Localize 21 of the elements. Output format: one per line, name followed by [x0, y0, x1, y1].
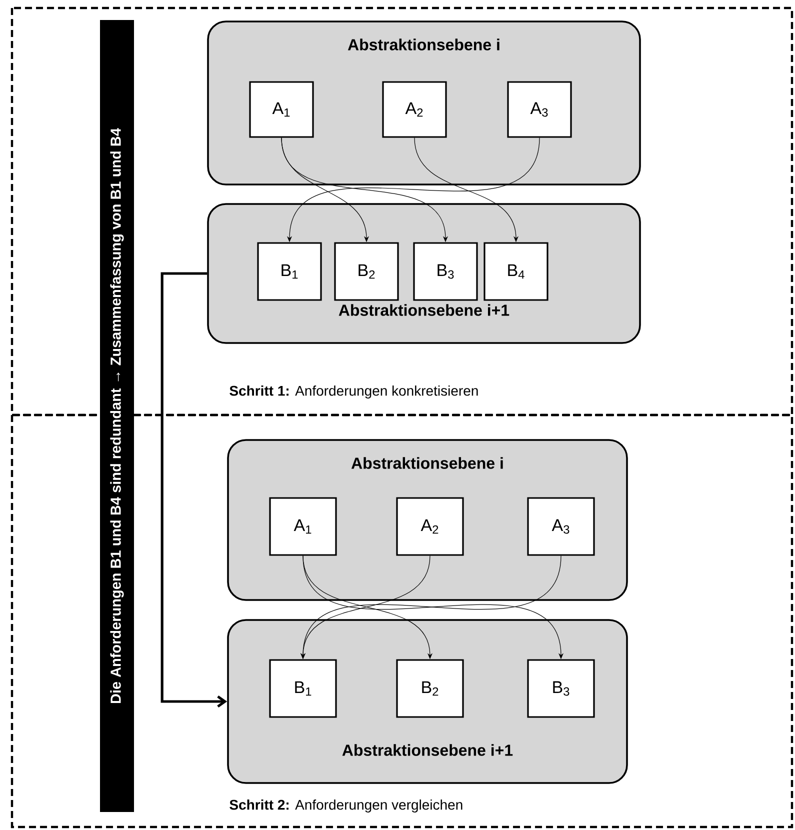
arrow — [160, 272, 228, 708]
requirement-box: B$_{3}$ — [527, 659, 595, 718]
step-caption: Schritt 2: Anforderungen vergleichen — [228, 798, 464, 814]
requirement-box: A$_{2}$ — [382, 81, 447, 138]
panel-title: Abstraktionsebene i — [351, 457, 503, 469]
requirement-box: B$_{2}$ — [396, 659, 464, 718]
panel-title: Abstraktionsebene i — [348, 38, 500, 50]
requirement-box: B$_{4}$ — [484, 242, 548, 301]
requirement-box: B$_{3}$ — [413, 242, 478, 301]
requirement-box: B$_{1}$ — [269, 659, 337, 718]
requirement-box: B$_{2}$ — [334, 242, 399, 301]
step-caption: Schritt 1: Anforderungen konkretisieren — [228, 384, 480, 400]
requirement-box: A$_{3}$ — [527, 497, 595, 556]
requirement-box: B$_{1}$ — [257, 242, 322, 301]
requirement-box: A$_{3}$ — [507, 81, 572, 138]
requirement-box: A$_{1}$ — [249, 81, 314, 138]
requirement-box: A$_{2}$ — [396, 497, 464, 556]
vertical-banner: Die Anforderungen B1 und B4 sind redundant → Zusammenfassung von B1 und B4 — [100, 20, 134, 812]
requirement-box: A$_{1}$ — [269, 497, 337, 556]
panel-title: Abstraktionsebene i+1 — [342, 744, 513, 756]
panel-title: Abstraktionsebene i+1 — [338, 304, 510, 316]
